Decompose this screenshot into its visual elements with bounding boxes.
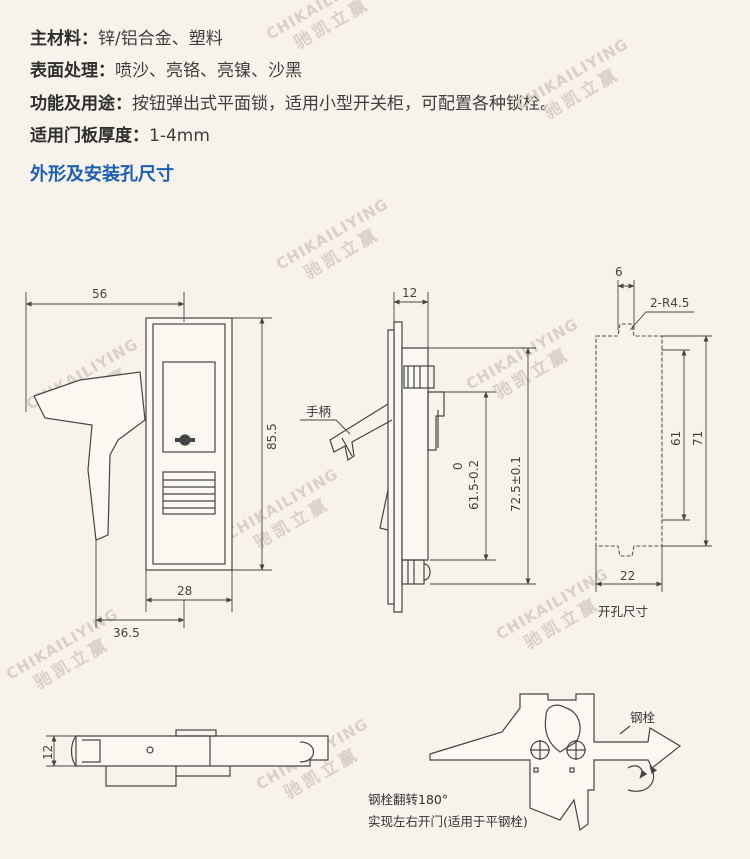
- dim-12-bottom: 12: [41, 745, 55, 760]
- spec-function: 功能及用途：按钮弹出式平面锁，适用小型开关柜，可配置各种锁栓。: [30, 93, 557, 115]
- bolt-note-line1: 钢栓翻转180°: [368, 792, 448, 807]
- dim-56: 56: [92, 287, 107, 301]
- handle-label: 手柄: [306, 404, 331, 419]
- spec-function-key: 功能及用途：: [30, 94, 132, 114]
- dim-61: 61: [669, 431, 683, 446]
- dim-36-5: 36.5: [113, 626, 140, 640]
- bolt-label: 钢栓: [630, 710, 656, 725]
- bottom-dimensions: [46, 735, 76, 767]
- spec-material: 主材料：锌/铝合金、塑料: [30, 28, 223, 50]
- spec-material-key: 主材料：: [30, 29, 98, 49]
- dim-12-side: 12: [402, 286, 417, 300]
- spec-material-value: 锌/铝合金、塑料: [98, 29, 223, 49]
- dim-61-5: 61.5-0.2: [467, 460, 481, 510]
- bolt-detail: [429, 693, 682, 832]
- dim-0: 0: [451, 462, 465, 470]
- spec-thickness-value: 1-4mm: [149, 126, 210, 146]
- bottom-view: [70, 729, 329, 787]
- dim-72-5: 72.5±0.1: [509, 456, 523, 512]
- spec-thickness-key: 适用门板厚度：: [30, 126, 149, 146]
- spec-surface-value: 喷沙、亮铬、亮镍、沙黑: [115, 61, 302, 81]
- front-dimensions: [25, 292, 272, 628]
- side-view: [329, 321, 445, 613]
- spec-surface-key: 表面处理：: [30, 61, 115, 81]
- dim-71: 71: [691, 431, 705, 446]
- side-dimensions: [300, 292, 536, 585]
- spec-thickness: 适用门板厚度：1-4mm: [30, 125, 210, 147]
- bolt-note-line2: 实现左右开门(适用于平钢栓): [368, 814, 528, 829]
- dim-85-5: 85.5: [265, 423, 279, 450]
- front-view: [33, 317, 233, 571]
- dim-r4-5: 2-R4.5: [650, 296, 689, 310]
- dim-6: 6: [615, 265, 623, 279]
- spec-function-value: 按钮弹出式平面锁，适用小型开关柜，可配置各种锁栓。: [132, 94, 557, 114]
- dim-28: 28: [177, 584, 192, 598]
- cutout-label: 开孔尺寸: [598, 604, 648, 619]
- cutout-dimensions: [595, 280, 712, 592]
- section-title: 外形及安装孔尺寸: [30, 164, 174, 185]
- dim-22: 22: [620, 569, 635, 583]
- cutout-outline: [595, 323, 663, 557]
- spec-surface: 表面处理：喷沙、亮铬、亮镍、沙黑: [30, 60, 302, 82]
